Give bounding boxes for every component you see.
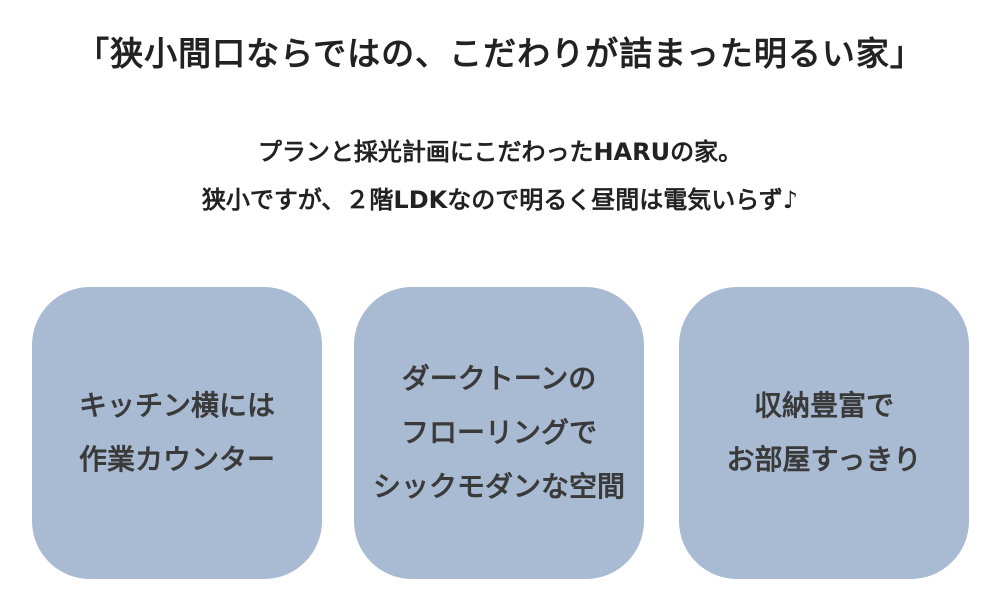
feature-card-line: キッチン横には [78,389,275,422]
feature-card-line: ダークトーンの [401,362,597,395]
feature-card-line: 収納豊富で [753,389,894,422]
feature-card-storage: 収納豊富で お部屋すっきり [679,287,969,579]
intro-text: プランと採光計画にこだわったHARUの家。 狭小ですが、２階LDKなので明るく昼… [0,128,1000,224]
feature-card-line: 作業カウンター [78,443,275,476]
feature-card-line: フローリングで [400,416,597,449]
feature-card-counter: キッチン横には 作業カウンター [32,287,322,579]
feature-card-line: お部屋すっきり [726,443,922,476]
feature-card-line: シックモダンな空間 [372,470,625,503]
intro-line-2: 狭小ですが、２階LDKなので明るく昼間は電気いらず♪ [201,186,799,214]
feature-cards: キッチン横には 作業カウンター ダークトーンの フローリングで シックモダンな空… [0,287,1000,579]
intro-line-1: プランと採光計画にこだわったHARUの家。 [257,138,743,166]
headline: 「狭小間口ならではの、こだわりが詰まった明るい家」 [76,34,924,73]
feature-card-flooring: ダークトーンの フローリングで シックモダンな空間 [354,287,644,579]
